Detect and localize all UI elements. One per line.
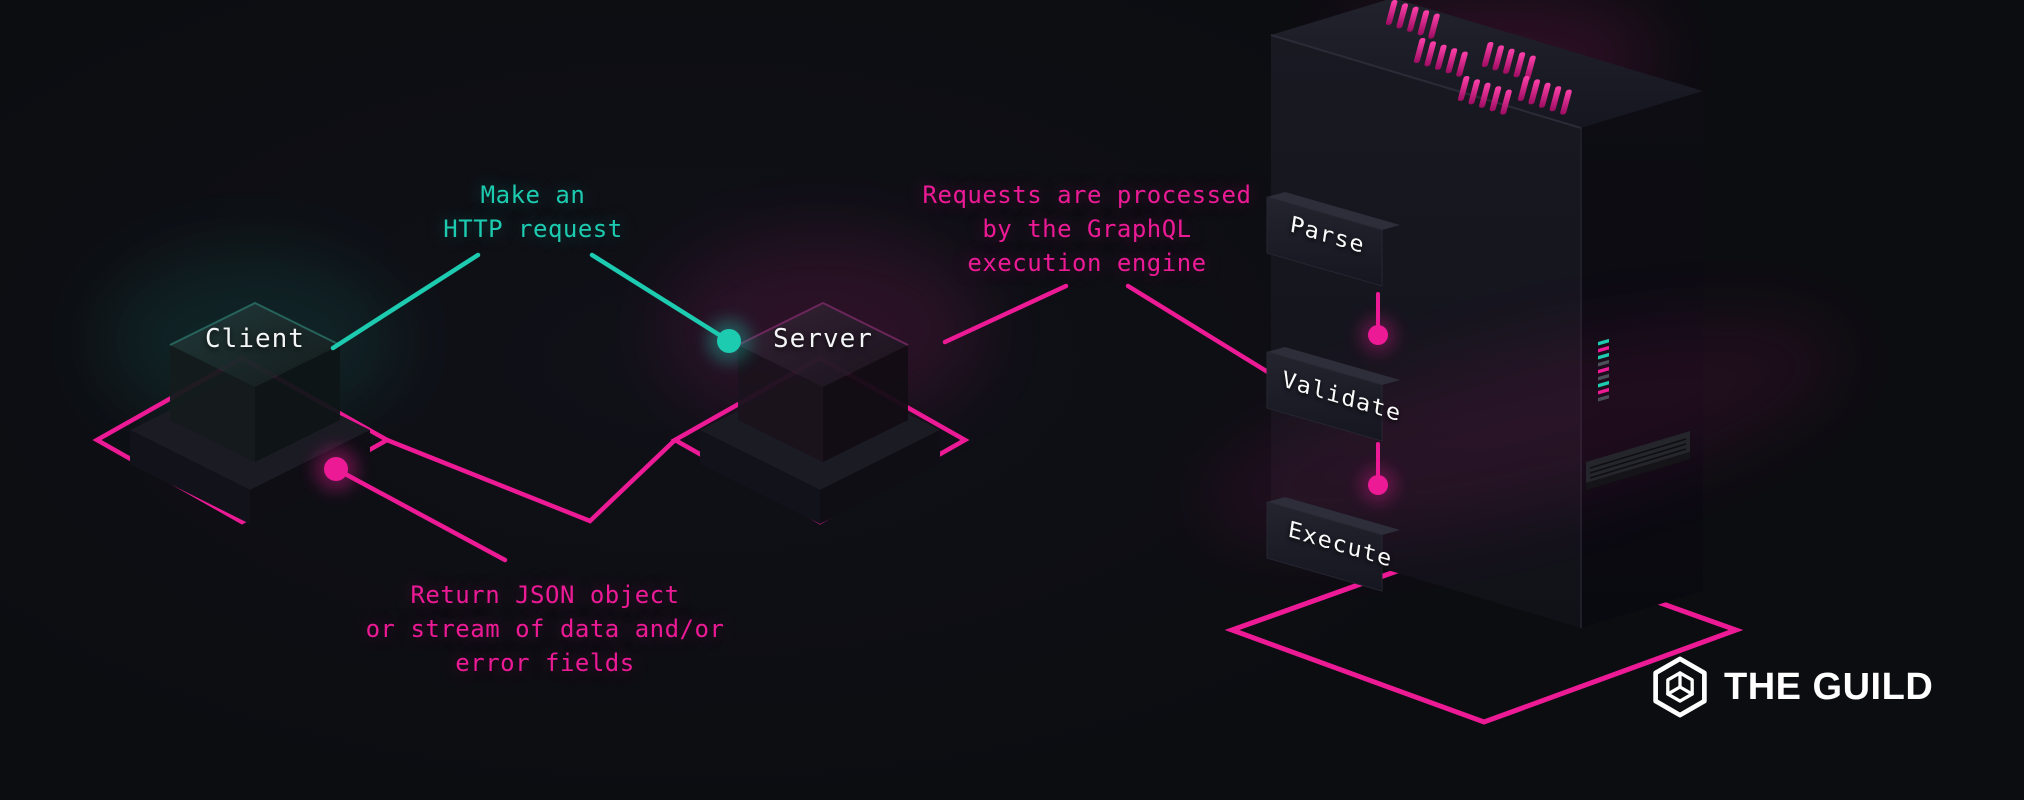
annotation-json-response: Return JSON object or stream of data and… [345, 578, 745, 680]
step-connector-pins [1360, 292, 1396, 503]
engine-connector-line [942, 283, 1274, 377]
client-node [130, 301, 370, 524]
annotation-http-request: Make an HTTP request [383, 178, 683, 246]
annotation-engine-processing: Requests are processed by the GraphQL ex… [887, 178, 1287, 280]
pink-haze-beam [1199, 318, 1841, 542]
client-label: Client [205, 324, 305, 354]
server-label: Server [773, 324, 873, 354]
response-line [314, 437, 678, 563]
request-endpoint-dot [717, 329, 741, 353]
request-line [330, 252, 751, 363]
annotation-line: error fields [455, 649, 635, 677]
brand-name: THE GUILD [1724, 665, 1934, 708]
annotation-line: by the GraphQL [982, 215, 1192, 243]
annotation-line: Return JSON object [410, 581, 680, 609]
annotation-line: Make an [480, 181, 586, 209]
pin-dot [1368, 475, 1388, 495]
pin-dot [1368, 325, 1388, 345]
server-node [700, 301, 940, 524]
guild-hexagon-icon [1653, 656, 1707, 718]
annotation-line: HTTP request [443, 215, 623, 243]
annotation-line: Requests are processed [922, 181, 1252, 209]
brand-logo: THE GUILD [1650, 654, 1933, 720]
keyboard-tray [1586, 431, 1690, 490]
annotation-line: or stream of data and/or [365, 615, 725, 643]
led-strip [1598, 338, 1609, 402]
annotation-line: execution engine [967, 249, 1207, 277]
engine-step-boxes [1266, 192, 1400, 592]
response-endpoint-dot [324, 457, 348, 481]
